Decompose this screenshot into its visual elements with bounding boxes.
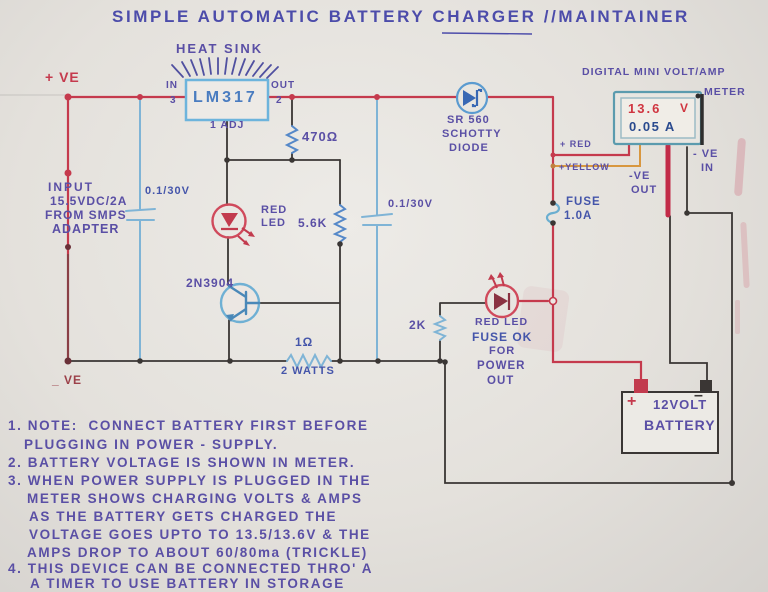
note-line: VOLTAGE GOES UPTO TO 13.5/13.6V & THE <box>29 527 371 542</box>
resistor-5k6-label: 5.6K <box>298 216 328 230</box>
meter-box <box>612 90 704 146</box>
pin-out-label: OUT <box>271 80 296 91</box>
note-line: 4. THIS DEVICE CAN BE CONNECTED THRO' A <box>8 561 374 576</box>
title-underline <box>441 32 533 35</box>
note-line: METER SHOWS CHARGING VOLTS & AMPS <box>27 491 363 506</box>
ve-in-label-1: - VE <box>693 148 719 160</box>
wire-red-label: + RED <box>560 139 592 149</box>
fuse-symbol <box>545 201 561 225</box>
schottky-diode-symbol <box>455 81 489 115</box>
meter-amps-value: 0.05 A <box>629 119 676 134</box>
regulator-label: LM317 <box>193 89 258 106</box>
meter-volts-unit: V <box>680 101 690 115</box>
wire-yellow-label: +YELLOW <box>559 162 610 172</box>
battery-plus-label: + <box>627 393 638 410</box>
pin-adj-label: 1 ADJ <box>210 119 245 131</box>
resistor-470-symbol <box>284 125 300 154</box>
note-line: 1. NOTE: CONNECT BATTERY FIRST BEFORE <box>8 418 369 433</box>
meter-title-1: DIGITAL MINI VOLT/AMP <box>582 66 726 78</box>
diode-label-1: SR 560 <box>447 114 490 126</box>
led-charge-label-1: RED <box>261 204 288 216</box>
led-fuse-label-2: FUSE OK <box>472 330 533 344</box>
note-line: AS THE BATTERY GETS CHARGED THE <box>29 509 338 524</box>
note-line: 2. BATTERY VOLTAGE IS SHOWN IN METER. <box>8 455 356 470</box>
input-label-4: ADAPTER <box>52 222 120 236</box>
charge-led-symbol <box>211 203 255 246</box>
capacitor-input <box>125 96 156 362</box>
resistor-470-label: 470Ω <box>302 129 339 144</box>
battery-label-1: 12VOLT <box>653 397 708 412</box>
ve-in-label-2: IN <box>701 162 714 174</box>
cap-input-label: 0.1/30V <box>145 185 190 197</box>
note-line: PLUGGING IN POWER - SUPPLY. <box>24 437 279 452</box>
ground-and-signal-wires <box>67 96 733 484</box>
resistor-2k-label: 2K <box>409 318 427 332</box>
resistor-5k6-symbol <box>332 204 348 243</box>
led-fuse-label-4: POWER <box>477 360 526 372</box>
diode-label-3: DIODE <box>449 142 489 154</box>
pin-in-label: IN <box>166 80 178 91</box>
led-fuse-label-3: FOR <box>489 345 516 357</box>
fuse-label-1: FUSE <box>566 196 601 208</box>
ve-out-label-2: OUT <box>631 184 658 196</box>
note-line: AMPS DROP TO ABOUT 60/80ma (TRICKLE) <box>27 545 368 560</box>
led-fuse-label-1: RED LED <box>475 316 529 328</box>
capacitor-output <box>361 96 393 362</box>
fuse-label-2: 1.0A <box>564 210 593 222</box>
battery-minus-label: – <box>694 387 704 404</box>
battery-label-2: BATTERY <box>644 417 716 433</box>
resistor-1ohm-symbol <box>286 352 332 370</box>
page-title: SIMPLE AUTOMATIC BATTERY CHARGER //MAINT… <box>112 7 690 26</box>
plus-ve-label: + VE <box>45 69 80 85</box>
heatsink-rays <box>171 57 279 79</box>
positive-rail-wires <box>66 95 671 382</box>
cap-output-label: 0.1/30V <box>388 198 433 210</box>
resistor-2k-symbol <box>432 315 448 341</box>
heatsink-label: HEAT SINK <box>176 41 264 56</box>
meter-title-2: METER <box>704 86 746 98</box>
yellow-sense-wire <box>552 144 641 167</box>
input-label-3: FROM SMPS <box>45 208 127 222</box>
pin-in-number: 3 <box>170 95 177 106</box>
resistor-1ohm-label: 1Ω <box>295 335 314 349</box>
resistor-1ohm-power: 2 WATTS <box>281 365 335 377</box>
battery-box <box>621 379 719 454</box>
junction-dots <box>64 93 735 486</box>
lm317-box <box>184 78 270 122</box>
transistor-symbol <box>219 282 261 324</box>
note-line: A TIMER TO USE BATTERY IN STORAGE <box>30 576 345 591</box>
input-label-1: INPUT <box>48 180 94 194</box>
minus-ve-label: _ VE <box>52 373 83 387</box>
note-line: 3. WHEN POWER SUPPLY IS PLUGGED IN THE <box>8 473 372 488</box>
led-charge-label-2: LED <box>261 217 286 229</box>
fuse-ok-led-symbol <box>484 272 558 319</box>
transistor-label: 2N3904 <box>186 276 235 290</box>
meter-volts-value: 13.6 <box>628 101 662 116</box>
diode-label-2: SCHOTTY <box>442 128 502 140</box>
pin-out-number: 2 <box>276 95 283 106</box>
led-fuse-label-5: OUT <box>487 375 515 387</box>
ve-out-label-1: -VE <box>629 170 651 182</box>
input-label-2: 15.5VDC/2A <box>50 194 128 208</box>
